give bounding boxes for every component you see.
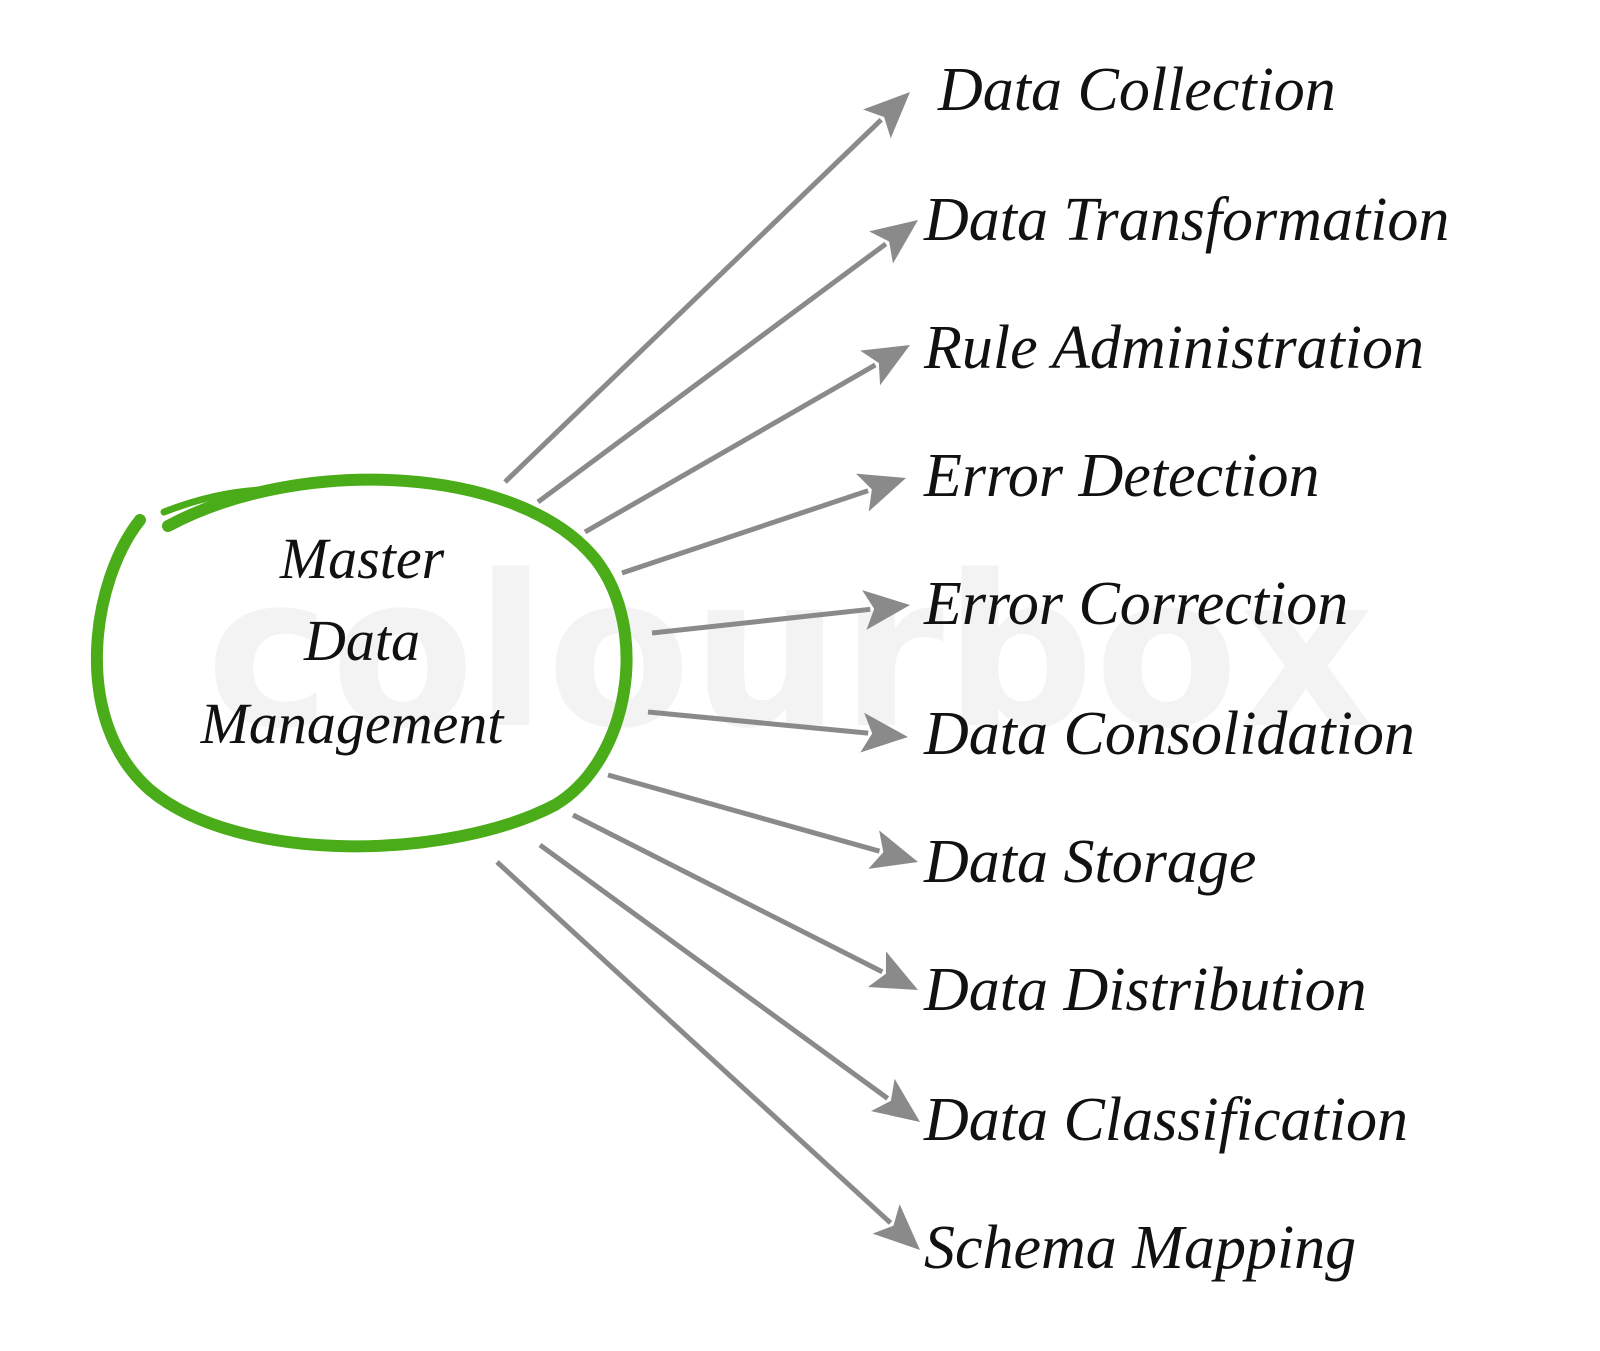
arrow-group (495, 92, 920, 1250)
item-label: Data Transformation (923, 186, 1449, 254)
arrow-head (869, 220, 918, 264)
arrow-shaft (583, 362, 877, 535)
arrow (647, 709, 908, 753)
item-label: Error Correction (923, 570, 1348, 638)
center-ring-stroke-tail (160, 486, 264, 516)
arrow (651, 590, 910, 636)
arrow (583, 345, 910, 535)
arrow (571, 812, 918, 990)
item-label: Data Distribution (923, 956, 1367, 1024)
center-title-line: Data (303, 608, 420, 673)
item-labels: Data Collection Data Transformation Rule… (923, 56, 1449, 1282)
watermark: colourbox (206, 530, 1374, 775)
arrow-shaft (495, 860, 893, 1225)
center-title-line: Management (200, 691, 506, 756)
arrow-shaft (571, 812, 884, 975)
arrow-shaft (503, 117, 883, 484)
item-label: Data Classification (923, 1086, 1408, 1154)
arrow-head (867, 951, 918, 990)
center-ring (90, 473, 633, 853)
item-label: Data Collection (937, 56, 1336, 124)
arrow-shaft (621, 488, 869, 576)
center-title: Master Data Management (200, 526, 506, 756)
arrow-head (860, 712, 908, 753)
arrow (621, 473, 906, 576)
arrow-head (872, 1204, 920, 1250)
arrow (503, 92, 910, 484)
item-label: Error Detection (923, 442, 1319, 510)
item-label: Data Consolidation (923, 700, 1415, 768)
arrow (536, 220, 918, 505)
arrow-head (862, 92, 910, 139)
item-label: Data Storage (923, 828, 1256, 896)
arrow (538, 842, 920, 1122)
arrow-shaft (647, 709, 869, 736)
arrow-head (868, 830, 918, 869)
arrow-shaft (607, 772, 881, 854)
arrow-head (860, 345, 910, 386)
center-title-line: Master (279, 526, 445, 591)
arrow (607, 772, 918, 869)
arrow-shaft (651, 606, 871, 636)
item-label: Schema Mapping (924, 1214, 1356, 1282)
arrow-head (871, 1078, 920, 1122)
arrow-head (862, 590, 910, 630)
arrow-head (856, 473, 906, 512)
item-label: Rule Administration (923, 314, 1424, 382)
arrow (495, 860, 920, 1250)
arrow-shaft (538, 842, 890, 1101)
arrow-shaft (536, 241, 888, 505)
